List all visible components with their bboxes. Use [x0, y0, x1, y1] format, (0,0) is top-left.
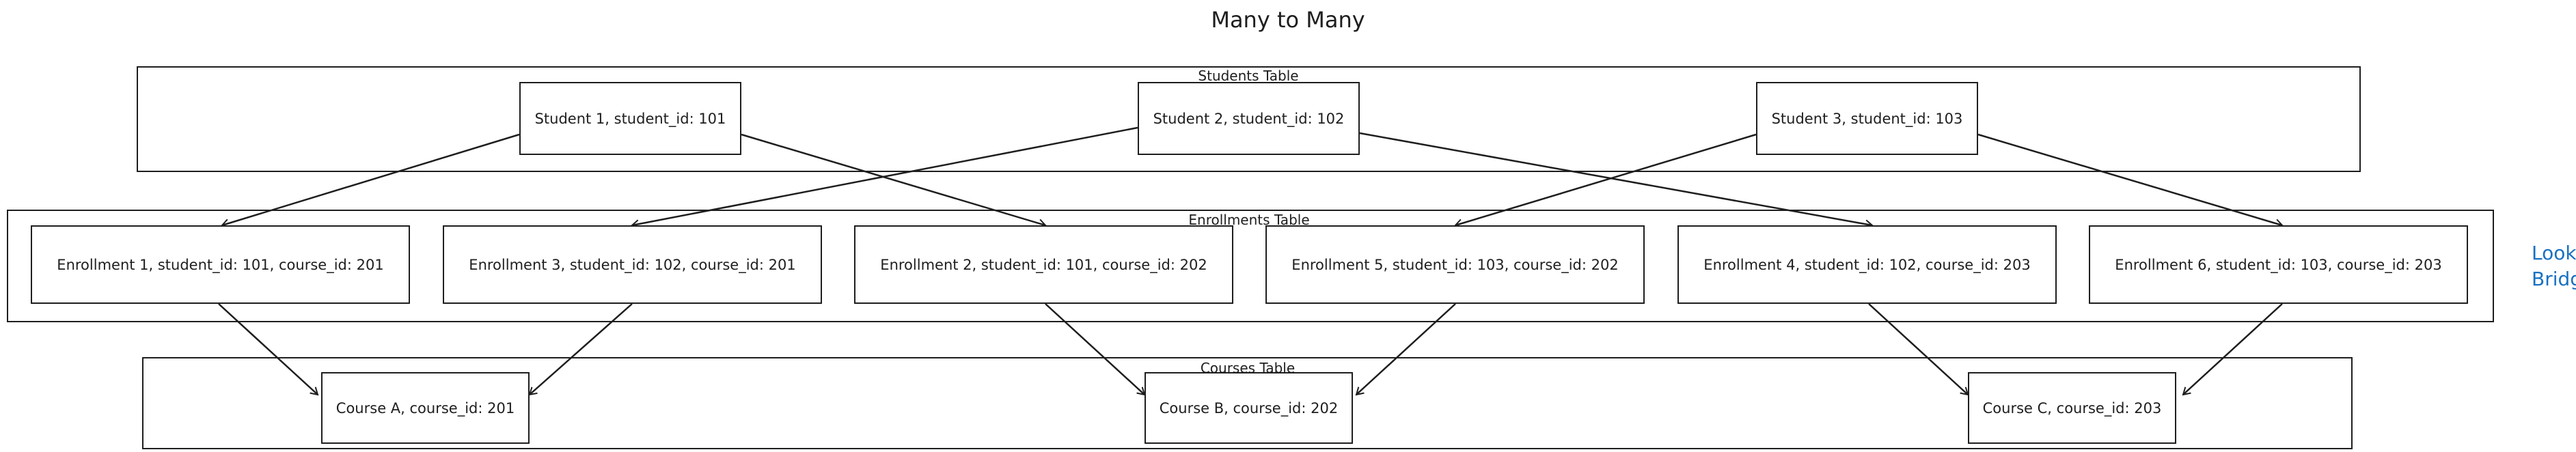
arrow-enrollment6-courseC: [2182, 303, 2283, 396]
enrollment-5-node: Enrollment 5, student_id: 103, course_id…: [1265, 225, 1645, 304]
student-3-node: Student 3, student_id: 103: [1756, 82, 1978, 155]
arrow-student3-enrollment5: [1454, 133, 1757, 228]
enrollment-4-node: Enrollment 4, student_id: 102, course_id…: [1677, 225, 2057, 304]
student-2-node: Student 2, student_id: 102: [1138, 82, 1360, 155]
enrollment-6-node: Enrollment 6, student_id: 103, course_id…: [2089, 225, 2468, 304]
student-1-node: Student 1, student_id: 101: [519, 82, 741, 155]
arrow-enrollment3-courseA: [528, 303, 633, 396]
enrollment-3-node: Enrollment 3, student_id: 102, course_id…: [443, 225, 822, 304]
arrow-enrollment1-courseA: [218, 303, 319, 396]
course-a-node: Course A, course_id: 201: [321, 372, 530, 444]
arrow-student3-enrollment6: [1977, 133, 2284, 228]
enrollments-table-label: Enrollments Table: [1186, 212, 1313, 227]
arrow-enrollment5-courseB: [1355, 303, 1456, 396]
courses-table-label: Courses Table: [1197, 361, 1298, 376]
diagram-title: Many to Many: [1211, 7, 1365, 33]
enrollment-2-node: Enrollment 2, student_id: 101, course_id…: [854, 225, 1233, 304]
arrow-student1-enrollment1: [221, 133, 520, 228]
course-b-node: Course B, course_id: 202: [1145, 372, 1353, 444]
arrow-student2-enrollment3: [631, 126, 1138, 229]
arrow-student2-enrollment4: [1359, 132, 1874, 229]
arrow-enrollment2-courseB: [1045, 303, 1146, 396]
bridge-table-note: Lookup table/ Bridge table: [2532, 240, 2576, 292]
arrow-enrollment4-courseC: [1868, 303, 1969, 396]
bridge-table-note-line1: Lookup table/: [2532, 242, 2576, 264]
bridge-table-note-line2: Bridge table: [2532, 268, 2576, 290]
course-c-node: Course C, course_id: 203: [1968, 372, 2176, 444]
enrollment-1-node: Enrollment 1, student_id: 101, course_id…: [31, 225, 410, 304]
courses-table-group: [142, 357, 2353, 449]
students-table-group: [137, 66, 2361, 172]
arrow-student1-enrollment2: [741, 133, 1047, 228]
students-table-label: Students Table: [1195, 68, 1302, 83]
enrollments-table-group: [7, 210, 2494, 322]
